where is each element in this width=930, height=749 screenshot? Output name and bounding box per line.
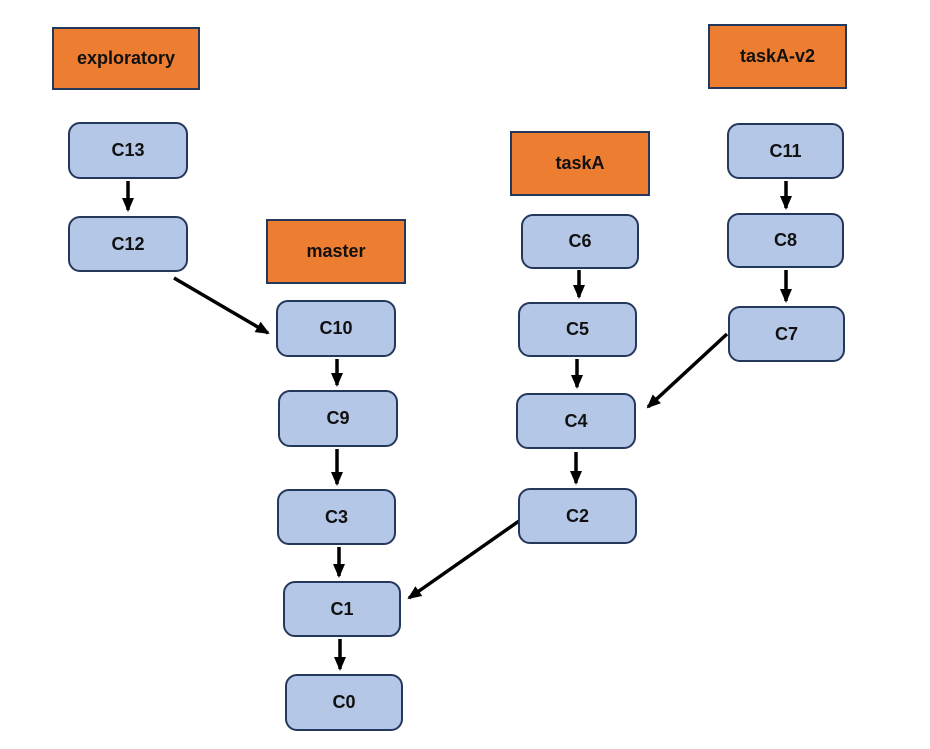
branch-label-taskA: taskA (510, 131, 650, 196)
arrow-C2-C1 (407, 519, 521, 600)
commit-label: C11 (769, 140, 802, 161)
commit-label: C2 (565, 505, 589, 526)
commit-C1: C1 (283, 581, 401, 637)
commit-C13: C13 (68, 122, 188, 179)
commit-label: C3 (324, 506, 348, 527)
branch-label-exploratory: exploratory (52, 27, 200, 90)
commit-C5: C5 (518, 302, 637, 357)
commit-C3: C3 (277, 489, 396, 545)
arrow-C12-C10 (173, 276, 270, 335)
branch-label-master: master (266, 219, 406, 284)
commit-label: C8 (773, 230, 797, 250)
branch-label-text: taskA (555, 153, 605, 173)
commit-label: C13 (111, 140, 145, 160)
commit-C2: C2 (518, 488, 637, 544)
commit-C0: C0 (285, 674, 403, 731)
commit-label: C12 (111, 233, 145, 254)
commit-label: C6 (568, 231, 592, 251)
commit-label: C1 (330, 598, 354, 619)
commit-C10: C10 (276, 300, 396, 357)
commit-C11: C11 (727, 123, 844, 179)
commit-C4: C4 (516, 393, 636, 449)
commit-C9: C9 (278, 390, 398, 447)
branch-label-text: master (306, 241, 366, 261)
commit-C8: C8 (727, 213, 844, 268)
commit-label: C10 (319, 318, 353, 338)
commit-C7: C7 (728, 306, 845, 362)
commit-label: C5 (565, 319, 589, 339)
arrow-C7-C4 (646, 332, 729, 409)
branch-label-text: taskA-v2 (739, 46, 816, 66)
commit-label: C0 (332, 692, 356, 712)
commit-label: C9 (326, 408, 350, 428)
branch-label-taskA-v2: taskA-v2 (708, 24, 847, 89)
commit-C12: C12 (68, 216, 188, 272)
commit-label: C4 (564, 410, 588, 431)
commit-label: C7 (774, 323, 798, 344)
branch-label-text: exploratory (76, 48, 176, 68)
commit-C6: C6 (521, 214, 639, 269)
